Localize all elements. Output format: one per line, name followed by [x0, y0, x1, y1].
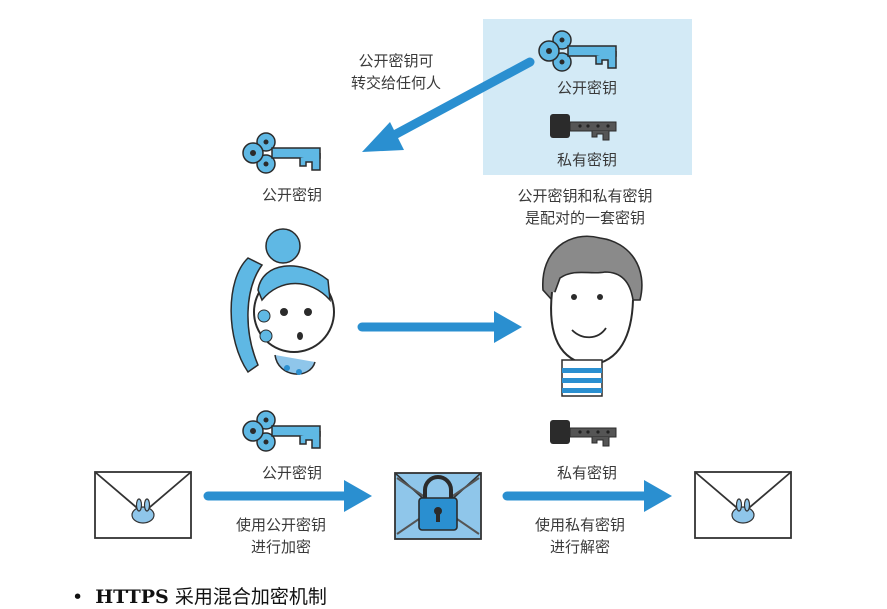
decrypt-note: 使用私有密钥 进行解密	[534, 516, 625, 556]
plain-envelope-icon	[94, 471, 192, 539]
locked-envelope-icon	[394, 472, 482, 540]
plain-envelope-icon	[694, 471, 792, 539]
encrypt-note: 使用公开密钥 进行加密	[235, 516, 326, 556]
key-pair-box	[483, 19, 692, 175]
encrypt-arrow	[203, 480, 372, 512]
share-arrow	[362, 57, 535, 152]
send-arrow	[357, 311, 522, 343]
private-key-label: 私有密钥	[556, 151, 617, 169]
public-key-label: 公开密钥	[261, 464, 322, 482]
private-key-icon	[549, 113, 617, 141]
caption-bold: HTTPS	[95, 586, 169, 608]
decrypt-arrow	[502, 480, 672, 512]
public-key-icon	[538, 30, 617, 72]
boy-avatar	[542, 235, 643, 397]
private-key-icon	[549, 419, 617, 447]
public-key-label: 公开密钥	[556, 79, 617, 97]
public-key-label: 公开密钥	[261, 186, 322, 204]
bullet-icon: •	[72, 586, 84, 608]
caption-bullet-line: • HTTPS 采用混合加密机制	[72, 582, 327, 609]
public-key-icon	[242, 410, 321, 452]
girl-avatar	[230, 228, 335, 375]
share-note: 公开密钥可 转交给任何人	[350, 52, 441, 92]
public-key-icon	[242, 132, 321, 174]
private-key-label: 私有密钥	[556, 464, 617, 482]
caption-text: 采用混合加密机制	[168, 586, 327, 608]
pair-note: 公开密钥和私有密钥 是配对的一套密钥	[517, 187, 653, 227]
